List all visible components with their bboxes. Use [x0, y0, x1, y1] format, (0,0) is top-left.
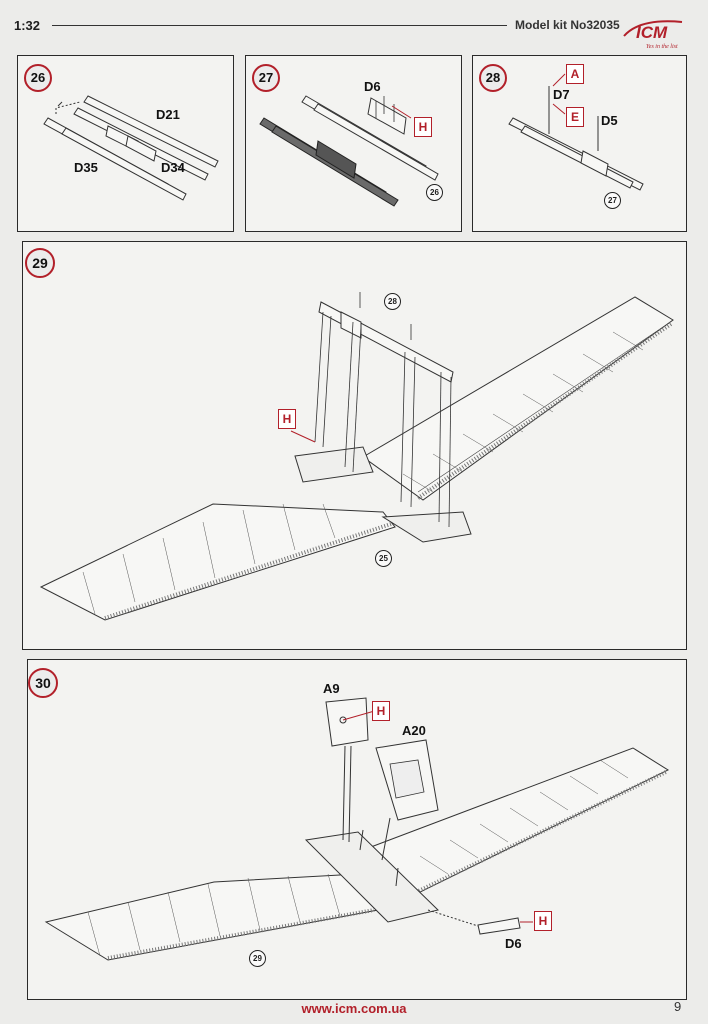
step-26-panel: 26 D21 D35 D34 [17, 55, 234, 232]
page-number: 9 [674, 999, 682, 1014]
svg-text:ICM: ICM [636, 23, 668, 42]
marker-h: H [278, 409, 296, 429]
step-30-drawing [44, 697, 670, 961]
step-30-panel: 30 [27, 659, 687, 1000]
website-link[interactable]: www.icm.com.ua [301, 1001, 407, 1016]
part-label-d7: D7 [553, 87, 570, 102]
model-kit-number: Model kit No32035 [515, 18, 620, 32]
scale-label: 1:32 [14, 18, 41, 33]
part-label-d6: D6 [505, 936, 522, 951]
step-27-drawing [259, 95, 439, 207]
icm-logo: ICM Yes in the list [620, 14, 690, 52]
part-label-a9: A9 [323, 681, 340, 696]
part-label-d34: D34 [161, 160, 185, 175]
reference-circle: 26 [426, 184, 443, 201]
step-number: 30 [28, 668, 58, 698]
step-number: 28 [479, 64, 507, 92]
reference-circle: 27 [604, 192, 621, 209]
step-number: 27 [252, 64, 280, 92]
step-28-panel: 28 A D7 E D5 27 [472, 55, 687, 232]
part-label-d6: D6 [364, 79, 381, 94]
step-28-drawing [508, 73, 644, 191]
marker-e: E [566, 107, 584, 127]
marker-h: H [414, 117, 432, 137]
svg-text:Yes in the list: Yes in the list [646, 44, 678, 50]
part-label-d21: D21 [156, 107, 180, 122]
reference-circle: 25 [375, 550, 392, 567]
marker-h: H [534, 911, 552, 931]
reference-circle: 28 [384, 293, 401, 310]
reference-circle: 29 [249, 950, 266, 967]
step-number: 26 [24, 64, 52, 92]
marker-h: H [372, 701, 390, 721]
part-label-d5: D5 [601, 113, 618, 128]
step-29-drawing [39, 292, 674, 621]
step-29-panel: 29 [22, 241, 687, 650]
part-label-a20: A20 [402, 723, 426, 738]
step-27-panel: 27 D6 H 26 [245, 55, 462, 232]
part-label-d35: D35 [74, 160, 98, 175]
header-rule [52, 25, 507, 26]
step-26-drawing [43, 95, 219, 201]
step-number: 29 [25, 248, 55, 278]
marker-a: A [566, 64, 584, 84]
